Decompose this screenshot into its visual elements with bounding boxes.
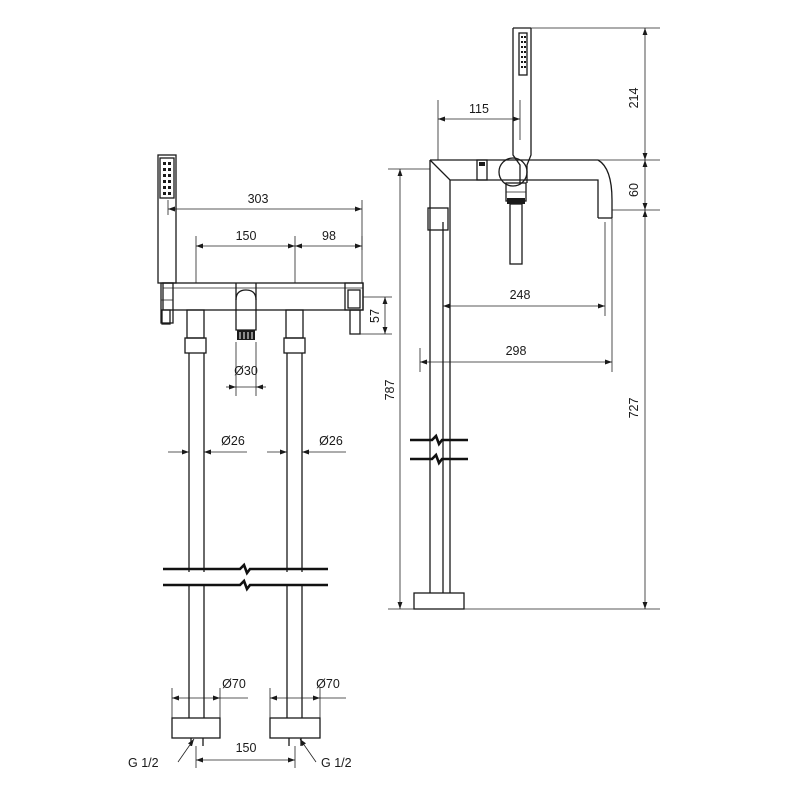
leg-right [269,309,321,746]
dim-label-787: 787 [383,380,397,401]
connection-label-right: G 1/2 [321,756,352,770]
leg-left [171,309,221,746]
dimension-handle-height: 57 [360,296,392,335]
dim-label-spout-30: Ø30 [234,364,258,378]
dim-label-leg-26-left: Ø26 [221,434,245,448]
dim-label-base-70-right: Ø70 [316,677,340,691]
connection-leader-left: G 1/2 [128,738,195,770]
dimension-handshower-top: 214 [531,27,660,161]
standpipe-side [413,160,465,610]
lever-handle [349,309,361,335]
mixer-body [162,282,364,311]
dim-label-base-70-left: Ø70 [222,677,246,691]
dim-label-727: 727 [627,398,641,419]
dimension-spout-reach-outer: 298 [419,218,613,372]
dimension-base-diameter-left: Ø70 [171,677,248,718]
dimension-body-height: 60 [612,160,660,211]
connection-label-left: G 1/2 [128,756,159,770]
dim-label-60: 60 [627,183,641,197]
dim-label-214: 214 [627,88,641,109]
dimension-leg-spacing: 150 98 [195,229,363,283]
dimension-overall-width: 303 [167,192,363,283]
body-arm-side [429,157,613,265]
connection-leader-right: G 1/2 [299,738,352,770]
dim-label-57: 57 [368,309,382,323]
dim-label-150-top: 150 [236,229,257,243]
dimension-leg-diameter-left: Ø26 [168,434,247,455]
dim-label-leg-26-right: Ø26 [319,434,343,448]
dim-label-298: 298 [506,344,527,358]
dimension-spout-outlet-height: 727 [464,210,660,610]
dim-label-303: 303 [248,192,269,206]
hand-shower-front [157,154,177,325]
break-mark-side [410,433,468,466]
dim-label-248: 248 [510,288,531,302]
front-view: 303 150 98 57 Ø30 [128,154,392,770]
dim-label-98: 98 [322,229,336,243]
dimension-total-height: 787 [383,168,430,610]
dimension-base-spacing: 150 [195,741,296,768]
dimension-leg-diameter-right: Ø26 [267,434,346,455]
side-view: 115 214 60 727 787 [383,27,660,610]
dim-label-150-bottom: 150 [236,741,257,755]
dimension-base-diameter-right: Ø70 [269,677,346,718]
dimension-spout-reach-inner: 248 [443,222,606,316]
spout-front [235,283,257,340]
dim-label-115: 115 [469,102,489,116]
break-mark-front [163,562,328,592]
dimension-spout-diameter: Ø30 [226,342,266,396]
dimension-handshower-offset: 115 [437,100,521,160]
